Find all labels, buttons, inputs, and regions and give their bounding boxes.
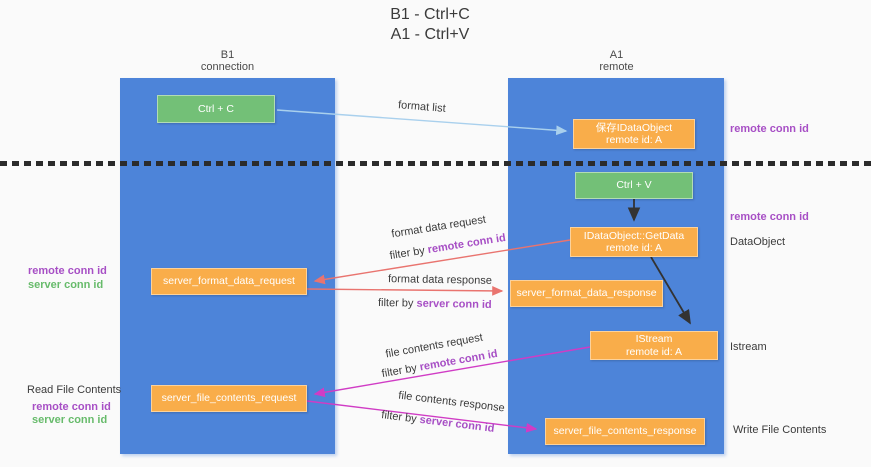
- node-ctrl-v-label: Ctrl + V: [616, 179, 652, 192]
- node-server-file-contents-request-label: server_file_contents_request: [161, 392, 297, 405]
- filter-prefix: filter by: [388, 244, 429, 263]
- lifeline-b1-role: connection: [200, 61, 255, 73]
- node-ctrl-c: Ctrl + C: [157, 95, 275, 123]
- lifeline-b1-name: B1: [220, 49, 235, 61]
- node-server-file-contents-response: server_file_contents_response: [545, 418, 705, 445]
- node-server-file-contents-request: server_file_contents_request: [151, 385, 307, 412]
- annotation-read-file-contents: Read File Contents: [27, 384, 122, 396]
- annotation-istream: Istream: [730, 341, 767, 353]
- lifeline-header-a1: A1 remote: [549, 49, 684, 73]
- node-istream-line1: IStream: [635, 333, 673, 345]
- label-file-contents-response: file contents response: [398, 390, 506, 415]
- node-istream-line2: remote id: A: [625, 345, 683, 358]
- annotation-file-server-conn-id: server conn id: [32, 414, 108, 426]
- node-getdata-line2: remote id: A: [605, 242, 663, 254]
- node-server-format-data-response: server_format_data_response: [510, 280, 663, 307]
- annotation-remote-conn-id-mid: remote conn id: [730, 211, 809, 223]
- filter-key: remote conn id: [426, 231, 507, 257]
- arrow-format-data-response: [306, 285, 504, 296]
- annotation-dataobject: DataObject: [730, 236, 786, 248]
- filter-key: server conn id: [418, 413, 496, 435]
- node-server-format-data-response-label: server_format_data_response: [516, 287, 657, 300]
- dashed-separator: [0, 161, 871, 166]
- filter-prefix: filter by: [377, 297, 417, 310]
- annotation-file-remote-conn-id: remote conn id: [32, 401, 111, 413]
- label-format-data-response-filter: filter by server conn id: [378, 297, 492, 311]
- node-save-dataobject-line2: remote id: A: [605, 134, 663, 146]
- filter-prefix: filter by: [380, 409, 421, 426]
- label-file-contents-response-filter: filter by server conn id: [381, 409, 495, 435]
- title-line-2: A1 - Ctrl+V: [390, 26, 470, 43]
- node-getdata: IDataObject::GetData remote id: A: [570, 227, 698, 257]
- node-ctrl-c-label: Ctrl + C: [198, 102, 234, 115]
- label-format-data-response-text: format data response: [387, 273, 493, 287]
- label-format-data-response: format data response: [388, 273, 492, 287]
- annotation-remote-conn-id-top: remote conn id: [730, 123, 809, 135]
- title-line-1: B1 - Ctrl+C: [390, 6, 470, 23]
- label-file-contents-response-text: file contents response: [397, 389, 506, 415]
- node-server-file-contents-response-label: server_file_contents_response: [553, 425, 697, 438]
- lifeline-header-b1: B1 connection: [160, 49, 295, 73]
- diagram-title: B1 - Ctrl+C A1 - Ctrl+V: [300, 5, 560, 45]
- node-save-dataobject: 保存IDataObject remote id: A: [573, 119, 695, 149]
- lifeline-a1-role: remote: [599, 61, 634, 73]
- node-istream: IStream remote id: A: [590, 331, 718, 360]
- annotation-write-file-contents: Write File Contents: [733, 424, 827, 436]
- node-server-format-data-request-label: server_format_data_request: [163, 275, 295, 288]
- annotation-format-server-conn-id: server conn id: [28, 279, 104, 291]
- node-save-dataobject-line1: 保存IDataObject: [595, 121, 673, 134]
- lifeline-a1-name: A1: [609, 49, 624, 61]
- filter-key: server conn id: [416, 297, 492, 311]
- annotation-format-remote-conn-id: remote conn id: [28, 265, 107, 277]
- filter-prefix: filter by: [380, 361, 421, 381]
- node-getdata-line1: IDataObject::GetData: [583, 229, 685, 242]
- label-format-list-text: format list: [397, 99, 447, 115]
- node-server-format-data-request: server_format_data_request: [151, 268, 307, 295]
- node-ctrl-v: Ctrl + V: [575, 172, 693, 199]
- label-format-list: format list: [398, 99, 446, 115]
